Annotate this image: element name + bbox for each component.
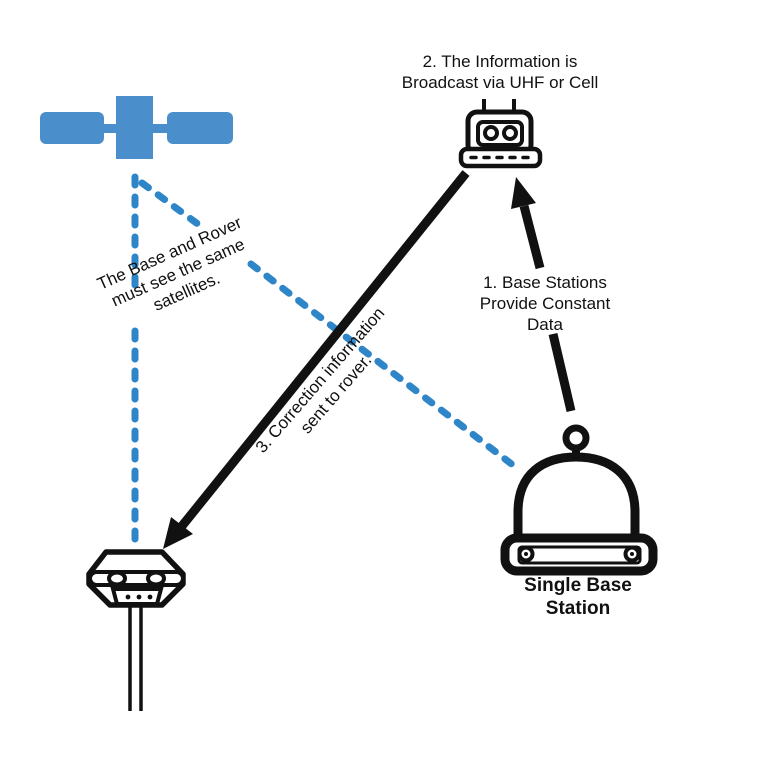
broadcast-to-rover-arrow bbox=[163, 170, 470, 549]
satellite-to-base-signal-line bbox=[247, 260, 522, 473]
radio-broadcast-icon bbox=[458, 99, 543, 169]
base-station-icon bbox=[500, 424, 658, 576]
satellite-signal-lines bbox=[131, 173, 522, 545]
satellite-icon bbox=[40, 96, 233, 159]
base-provides-data-step-label: 1. Base Stations Provide Constant Data bbox=[479, 273, 611, 334]
arrowhead-down-left-icon bbox=[163, 517, 193, 549]
base-to-broadcast-arrow bbox=[511, 177, 576, 413]
base-station-caption: Single Base Station bbox=[524, 575, 632, 619]
broadcast-step-label: 2. The Information is Broadcast via UHF … bbox=[401, 52, 599, 92]
arrowhead-up-icon bbox=[511, 177, 536, 209]
satellite-to-base-signal-line bbox=[138, 179, 210, 234]
rover-icon bbox=[86, 549, 186, 711]
